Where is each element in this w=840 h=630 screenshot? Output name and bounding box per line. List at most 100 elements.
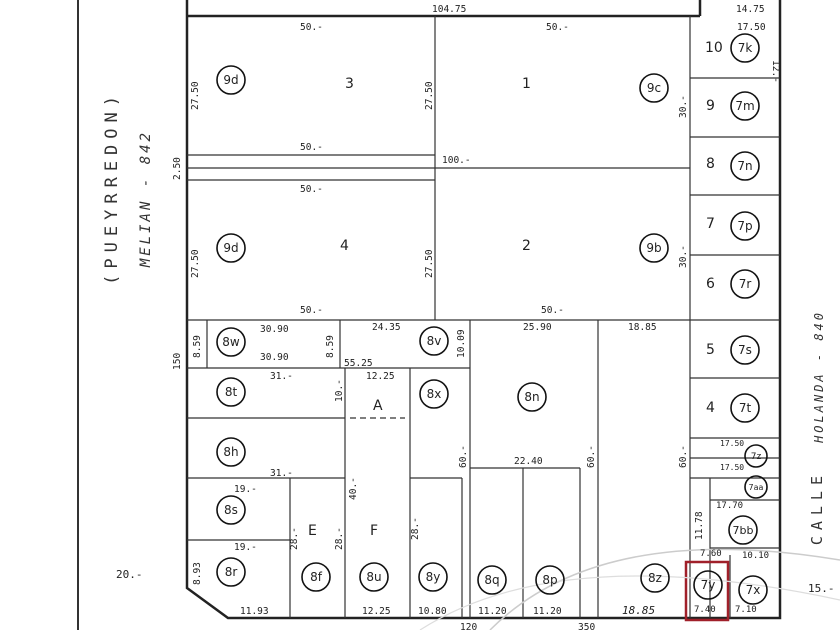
circle-8v: 8v (427, 334, 442, 348)
lot-4: 4 (340, 238, 349, 254)
dim-893: 8.93 (192, 562, 203, 585)
lot-F: F (370, 523, 378, 539)
dim-2750-d: 27.50 (424, 249, 435, 278)
highlight-box[interactable] (684, 560, 730, 622)
dim-31-a: 31.- (270, 371, 293, 382)
circle-8y: 8y (426, 570, 441, 584)
street-east-name: CALLE (808, 470, 826, 546)
lot-3: 3 (345, 76, 354, 92)
circle-8u: 8u (366, 570, 381, 584)
street-west: (PUEYRREDON) (102, 90, 122, 285)
street-east-sub-label: HOLANDA - 840 (812, 310, 826, 443)
dim-2750-c: 27.50 (190, 249, 201, 278)
circle-8f: 8f (310, 570, 323, 584)
circle-8t: 8t (225, 385, 238, 399)
lot-7: 7 (706, 216, 715, 232)
street-east-sub: HOLANDA - 840 (812, 310, 826, 443)
dim-1750-top: 17.50 (737, 22, 766, 33)
dim-2240: 22.40 (514, 456, 543, 467)
lot-4-right: 4 (706, 400, 715, 416)
dim-120: 120 (460, 622, 477, 630)
circle-7s: 7s (738, 343, 752, 357)
dim-2750-b: 27.50 (424, 81, 435, 110)
dim-10: 10.- (334, 379, 345, 402)
circle-8h: 8h (223, 445, 238, 459)
circle-7x: 7x (746, 583, 761, 597)
circle-8q: 8q (484, 573, 499, 587)
dim-top-right: 14.75 (736, 4, 765, 15)
dim-50-f: 50.- (541, 305, 564, 316)
circle-9b: 9b (646, 241, 661, 255)
lot-9: 9 (706, 98, 715, 114)
dim-60-b: 60.- (586, 445, 597, 468)
dim-15: 15.- (808, 582, 835, 595)
circle-7y: 7y (701, 578, 716, 592)
lot-E: E (308, 523, 317, 539)
dim-1193: 11.93 (240, 606, 269, 617)
circle-8s: 8s (224, 503, 238, 517)
dim-30-b: 30.- (678, 245, 689, 268)
circle-7p: 7p (737, 219, 752, 233)
dim-3090-a: 30.90 (260, 324, 289, 335)
lot-10: 10 (705, 40, 723, 56)
dim-1080: 10.80 (418, 606, 447, 617)
dim-60-c: 60.- (678, 445, 689, 468)
street-west-name: (PUEYRREDON) (102, 90, 122, 285)
lot-lines (187, 16, 780, 618)
lot-A: A (373, 398, 383, 414)
circle-9c: 9c (647, 81, 661, 95)
lot-1: 1 (522, 76, 531, 92)
lot-2: 2 (522, 238, 531, 254)
block-outline (185, 0, 782, 620)
dim-2750-a: 27.50 (190, 81, 201, 110)
dim-760: 7.60 (700, 549, 722, 559)
dim-710: 7.10 (735, 605, 757, 615)
dim-50-e: 50.- (300, 305, 323, 316)
dim-1009: 10.09 (456, 329, 467, 358)
circle-8z: 8z (648, 571, 662, 585)
street-west-sub-label: MELIAN - 842 (138, 130, 154, 268)
dim-350: 350 (578, 622, 595, 630)
dim-12-right: 12.- (770, 60, 781, 83)
circle-7n: 7n (737, 159, 752, 173)
dim-50-d: 50.- (300, 184, 323, 195)
circle-8p: 8p (542, 573, 557, 587)
circle-7t: 7t (739, 401, 752, 415)
circle-7aa: 7aa (749, 483, 764, 492)
watermark-arc-2 (419, 575, 840, 630)
dim-1225-b: 12.25 (362, 606, 391, 617)
circle-labels (216, 33, 768, 605)
lot-5: 5 (706, 342, 715, 358)
circle-8x: 8x (427, 387, 442, 401)
dim-50-b: 50.- (546, 22, 569, 33)
dim-859-b: 8.59 (325, 335, 336, 358)
dim-60-a: 60.- (458, 445, 469, 468)
dim-1178: 11.78 (694, 511, 705, 540)
circle-9d-top: 9d (223, 73, 238, 87)
dim-1885-b: 18.85 (622, 604, 655, 617)
watermark-arc (489, 548, 840, 630)
dim-5525: 55.25 (344, 358, 373, 369)
dim-28-b: 28.- (334, 527, 345, 550)
circle-7z: 7z (751, 452, 762, 462)
circle-7bb: 7bb (733, 524, 754, 537)
dim-1010: 10.10 (742, 551, 769, 561)
circle-8r: 8r (225, 565, 238, 579)
dim-1120-b: 11.20 (533, 606, 562, 617)
dim-40: 40.- (348, 477, 359, 500)
dim-1770: 17.70 (716, 501, 743, 511)
dim-150: 150 (172, 353, 183, 370)
dim-2435: 24.35 (372, 322, 401, 333)
dim-top-total: 104.75 (432, 4, 466, 15)
dim-740: 7.40 (694, 605, 716, 615)
dim-859-a: 8.59 (192, 335, 203, 358)
dim-1120-a: 11.20 (478, 606, 507, 617)
dim-1750-c: 17.50 (720, 463, 744, 472)
dim-2590: 25.90 (523, 322, 552, 333)
circle-7k: 7k (738, 41, 753, 55)
lot-8: 8 (706, 156, 715, 172)
dim-50-a: 50.- (300, 22, 323, 33)
dim-1885-a: 18.85 (628, 322, 657, 333)
dim-19-a: 19.- (234, 484, 257, 495)
